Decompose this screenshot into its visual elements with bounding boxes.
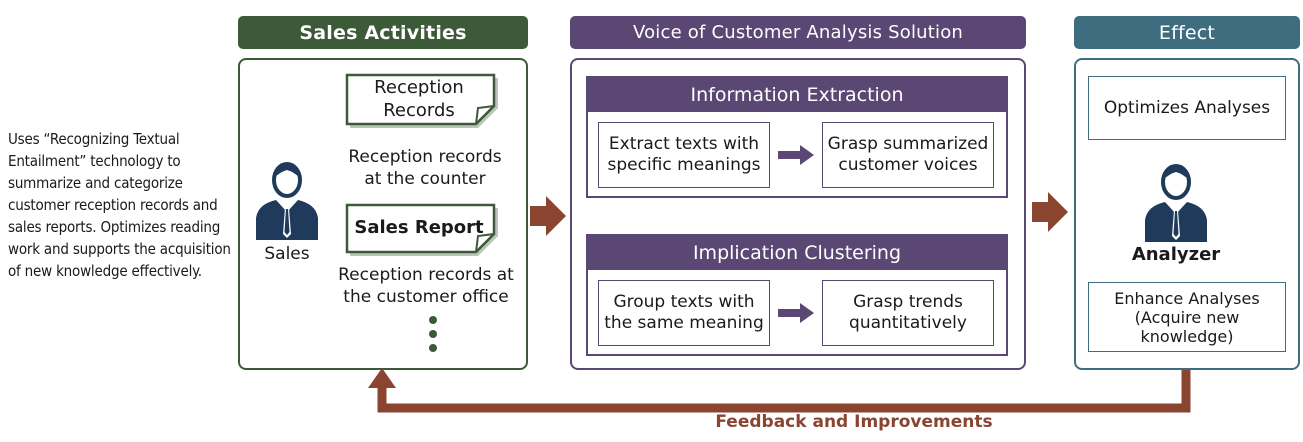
analyzer-person-icon: [1143, 162, 1209, 242]
voc-solution-header: Voice of Customer Analysis Solution: [570, 16, 1026, 49]
implication-clustering-section: Implication Clustering Group texts with …: [586, 234, 1008, 356]
arrow-right-icon: [530, 196, 566, 236]
reception-records-document: Reception Records: [344, 72, 504, 128]
arrow-right-icon: [778, 145, 814, 165]
information-extraction-section: Information Extraction Extract texts wit…: [586, 76, 1008, 198]
sales-activities-header: Sales Activities: [238, 16, 528, 49]
sales-report-title: Sales Report: [354, 217, 484, 238]
sales-report-caption: Reception records at the customer office: [338, 265, 514, 307]
feedback-loop-arrow: [368, 368, 1191, 413]
sales-person-label: Sales: [264, 244, 310, 264]
group-texts-step: Group texts with the same meaning: [598, 280, 770, 346]
reception-records-title: Reception Records: [374, 77, 464, 121]
arrow-right-icon: [778, 303, 814, 323]
reception-records-caption: Reception records at the counter: [348, 147, 502, 189]
feedback-label: Feedback and Improvements: [715, 412, 993, 432]
sales-person-icon: [254, 160, 320, 240]
more-items-ellipsis: [428, 316, 440, 358]
extract-texts-step: Extract texts with specific meanings: [598, 122, 770, 188]
analyzer-label: Analyzer: [1131, 244, 1221, 265]
grasp-trends-step: Grasp trends quantitatively: [822, 280, 994, 346]
sales-report-document: Sales Report: [344, 202, 504, 258]
intro-description: Uses “Recognizing Textual Entailment” te…: [8, 130, 231, 280]
optimizes-analyses-box: Optimizes Analyses: [1088, 76, 1286, 140]
enhance-analyses-box: Enhance Analyses (Acquire new knowledge): [1088, 282, 1286, 352]
arrow-right-icon: [1032, 192, 1068, 232]
grasp-voices-step: Grasp summarized customer voices: [822, 122, 994, 188]
effect-header: Effect: [1074, 16, 1300, 49]
implication-clustering-title: Implication Clustering: [588, 236, 1006, 270]
information-extraction-title: Information Extraction: [588, 78, 1006, 112]
